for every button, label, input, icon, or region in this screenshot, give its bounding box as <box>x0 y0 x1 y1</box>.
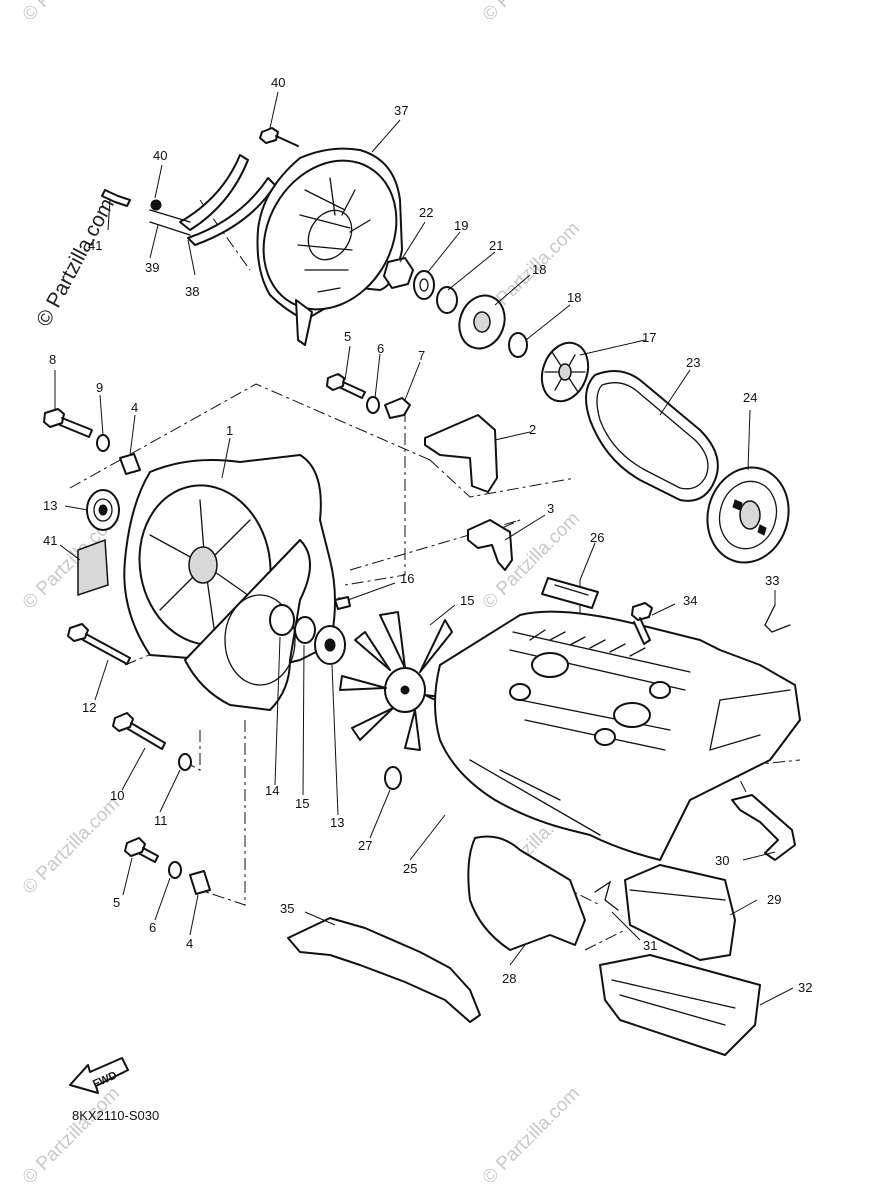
part-33-clip <box>764 604 791 633</box>
watermark-tile: © Partzilla.com <box>479 1083 584 1188</box>
callout-16: 15 <box>460 593 474 608</box>
callout-13: 13 <box>330 815 344 830</box>
callout-20: 19 <box>454 218 468 233</box>
callout-3: 3 <box>547 501 554 516</box>
part-29-duct <box>624 864 736 961</box>
callout-18: 17 <box>642 330 656 345</box>
part-12-bolt <box>67 623 131 665</box>
part-28-guard <box>467 835 586 951</box>
part-41-pad <box>77 538 109 597</box>
callout-14: 14 <box>265 783 279 798</box>
callout-21: 21 <box>489 238 503 253</box>
diagram-code: 8KX2110-S030 <box>72 1108 159 1123</box>
watermark-tile: © Partzilla.com <box>19 1083 124 1188</box>
part-3-bracket <box>467 519 513 571</box>
part-36-shroud <box>256 147 403 346</box>
part-24-pulley <box>706 466 790 564</box>
part-2-cover <box>424 414 498 493</box>
callout-37: 38 <box>185 284 199 299</box>
fwd-arrow: FWD <box>69 1057 129 1094</box>
leader-lines <box>54 91 794 1006</box>
callout-2: 2 <box>529 422 536 437</box>
part-23-belt <box>585 370 719 502</box>
watermark-tile: © Partzilla.com <box>19 0 124 26</box>
callout-4: 4 <box>186 936 193 951</box>
callout-11: 11 <box>154 813 168 828</box>
callout-22: 22 <box>419 205 433 220</box>
callout-35: 35 <box>280 901 294 916</box>
pulley-hardware-stack <box>383 257 590 403</box>
part-13-bearing <box>86 489 120 531</box>
part-13-bearing-2 <box>314 625 346 665</box>
callout-38: 39 <box>145 260 159 275</box>
callout-7: 7 <box>418 348 425 363</box>
callout-36: 37 <box>394 103 408 118</box>
part-10-bolt <box>112 712 166 750</box>
callout-19: 18 <box>567 290 581 305</box>
part-35-strip <box>287 917 481 1023</box>
callout-24: 24 <box>743 390 757 405</box>
callout-34: 34 <box>683 593 697 608</box>
callout-labels: 40 37 40 41 39 38 22 19 21 18 18 17 23 2… <box>43 75 812 995</box>
callout-25: 25 <box>403 861 417 876</box>
part-7-clip <box>384 397 411 419</box>
part-5-bolt-lower <box>124 837 159 863</box>
part-8-bolt <box>43 408 93 438</box>
part-6-washer <box>366 396 380 414</box>
callout-5: 5 <box>344 329 351 344</box>
callout-27: 27 <box>358 838 372 853</box>
part-6-washer-lower <box>168 861 182 879</box>
part-11-washer <box>178 753 192 771</box>
part-14-seal <box>269 604 295 636</box>
callout-8: 8 <box>49 352 56 367</box>
part-37-strap <box>101 154 276 246</box>
callout-1: 1 <box>226 423 233 438</box>
watermark-tile: © Partzilla.com <box>479 0 584 26</box>
callout-18: 18 <box>532 262 546 277</box>
callout-32: 32 <box>798 980 812 995</box>
part-4-collar-lower <box>189 870 211 895</box>
callout-29: 29 <box>767 892 781 907</box>
callout-41: 41 <box>43 533 57 548</box>
part-32-duct <box>599 954 761 1056</box>
part-9-washer <box>96 434 110 452</box>
callout-4: 4 <box>131 400 138 415</box>
callout-15: 15 <box>295 796 309 811</box>
callout-6: 6 <box>377 341 384 356</box>
part-34-bolt <box>631 602 653 645</box>
callout-28: 28 <box>502 971 516 986</box>
callout-40: 40 <box>271 75 285 90</box>
watermark-main: © Partzilla.com <box>32 195 119 331</box>
callout-10: 10 <box>110 788 124 803</box>
part-17-key <box>334 596 351 610</box>
part-5-bolt <box>326 373 366 399</box>
callout-12: 12 <box>82 700 96 715</box>
callout-9: 9 <box>96 380 103 395</box>
part-26-label <box>541 577 599 609</box>
callout-23: 23 <box>686 355 700 370</box>
callout-5: 5 <box>113 895 120 910</box>
callout-33: 33 <box>765 573 779 588</box>
callout-30: 30 <box>715 853 729 868</box>
part-15-spacer <box>294 616 316 644</box>
callout-13: 13 <box>43 498 57 513</box>
part-40-bolt <box>259 127 299 147</box>
watermark-tile: © Partzilla.com <box>19 793 124 898</box>
callout-40: 41 <box>88 238 102 253</box>
callout-39: 40 <box>153 148 167 163</box>
part-30-bracket <box>731 794 796 861</box>
part-31-clip <box>594 880 619 911</box>
callout-17: 16 <box>400 571 414 586</box>
callout-26: 26 <box>590 530 604 545</box>
part-25-cover <box>434 610 801 861</box>
part-27-grommet <box>384 766 402 790</box>
callout-6: 6 <box>149 920 156 935</box>
part-4-collar <box>119 453 141 475</box>
callout-31: 31 <box>643 938 657 953</box>
